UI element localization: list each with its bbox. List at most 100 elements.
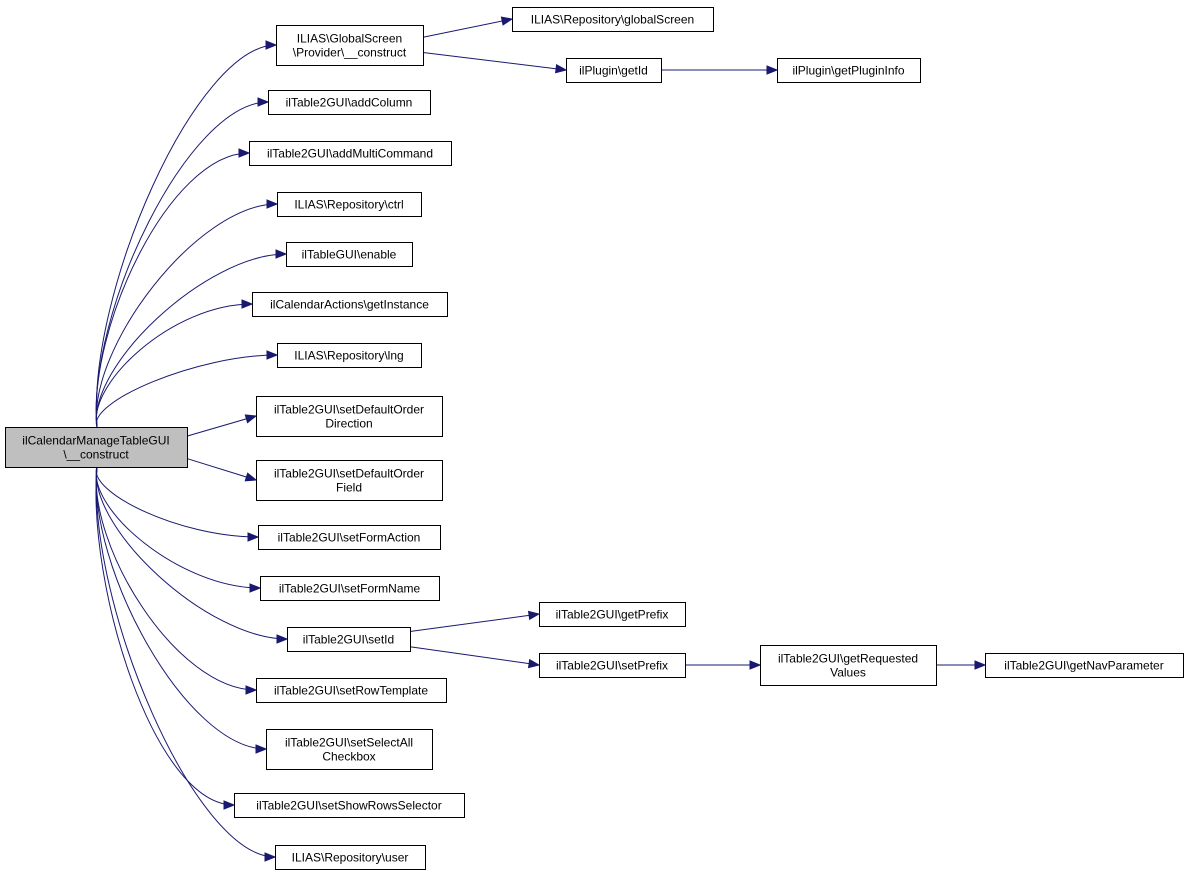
arrowhead-icon (500, 16, 514, 26)
edge-root-to-repo_ctrl (95, 203, 278, 428)
node-label: ilCalendarActions\getInstance (270, 298, 429, 312)
arrowhead-icon (247, 532, 260, 542)
edge-setid-to-setprefix (409, 646, 540, 666)
node-calactions_getinstance[interactable]: ilCalendarActions\getInstance (252, 292, 448, 317)
edge-root-to-setshowrowsselector (95, 466, 235, 806)
node-addmulticommand[interactable]: ilTable2GUI\addMultiCommand (249, 141, 452, 166)
node-setid[interactable]: ilTable2GUI\setId (287, 627, 411, 652)
node-setformname[interactable]: ilTable2GUI\setFormName (260, 576, 440, 601)
node-box (260, 576, 440, 601)
node-label: ILIAS\Repository\lng (294, 349, 403, 363)
node-box (275, 845, 426, 870)
arrowhead-icon (244, 414, 258, 424)
arrowhead-icon (264, 852, 277, 862)
node-tablegui_enable[interactable]: ilTableGUI\enable (286, 242, 413, 267)
node-label: ILIAS\Repository\globalScreen (531, 13, 694, 27)
node-box (985, 653, 1184, 678)
node-root[interactable]: ilCalendarManageTableGUI\__construct (5, 427, 188, 468)
node-setrowtemplate[interactable]: ilTable2GUI\setRowTemplate (256, 678, 447, 703)
arrowhead-icon (749, 660, 762, 670)
node-label: Checkbox (322, 750, 375, 764)
arrowhead-icon (265, 40, 278, 50)
node-box (566, 58, 662, 83)
node-label: ilTable2GUI\setDefaultOrder (274, 403, 424, 417)
arrowhead-icon (241, 299, 254, 309)
node-label: Values (830, 666, 866, 680)
node-addcolumn[interactable]: ilTable2GUI\addColumn (268, 90, 431, 115)
node-plugin_getplugininfo[interactable]: ilPlugin\getPluginInfo (777, 58, 921, 83)
node-box (256, 678, 447, 703)
arrowhead-icon (276, 634, 289, 644)
edge-gs_construct-to-plugin_getid (422, 52, 567, 71)
node-label: Direction (325, 417, 372, 431)
edge-gs_construct-to-repo_globalscreen (422, 18, 513, 38)
node-label: ilTable2GUI\addColumn (286, 96, 413, 110)
node-getprefix[interactable]: ilTable2GUI\getPrefix (539, 602, 686, 627)
node-box (760, 645, 937, 686)
node-label: \__construct (63, 448, 129, 462)
edge-root-to-setrowtemplate (95, 466, 257, 691)
arrowhead-icon (245, 685, 258, 695)
node-box (266, 729, 433, 770)
node-box (234, 793, 465, 818)
arrowhead-icon (249, 583, 262, 593)
arrowhead-icon (257, 97, 270, 107)
edge-root-to-repo_lng (95, 354, 278, 428)
node-repo_lng[interactable]: ILIAS\Repository\lng (277, 343, 422, 368)
edge-root-to-setdefaultorderdirection (186, 415, 257, 437)
node-setshowrowsselector[interactable]: ilTable2GUI\setShowRowsSelector (234, 793, 465, 818)
node-label: ilTable2GUI\setShowRowsSelector (256, 799, 441, 813)
edge-root-to-setselectallcheckbox (95, 466, 267, 750)
arrowhead-icon (974, 660, 987, 670)
node-label: ilPlugin\getId (579, 64, 648, 78)
edge-root-to-repo_user (95, 466, 276, 858)
edge-root-to-setformaction (95, 466, 259, 538)
node-plugin_getid[interactable]: ilPlugin\getId (566, 58, 662, 83)
node-label: ilTable2GUI\setRowTemplate (274, 684, 428, 698)
node-label: ilTable2GUI\getPrefix (556, 608, 669, 622)
node-repo_ctrl[interactable]: ILIAS\Repository\ctrl (277, 192, 422, 217)
arrowhead-icon (266, 199, 279, 209)
node-box (258, 525, 441, 550)
node-label: ilPlugin\getPluginInfo (792, 64, 904, 78)
nodes-layer: ilCalendarManageTableGUI\__constructILIA… (5, 7, 1184, 870)
node-box (277, 343, 422, 368)
node-label: ilTable2GUI\getRequested (778, 652, 918, 666)
node-repo_globalscreen[interactable]: ILIAS\Repository\globalScreen (512, 7, 714, 32)
node-label: ilCalendarManageTableGUI (22, 434, 169, 448)
node-gs_construct[interactable]: ILIAS\GlobalScreen\Provider\__construct (276, 25, 424, 66)
edge-root-to-calactions_getinstance (95, 303, 253, 428)
node-box (276, 25, 424, 66)
arrowhead-icon (266, 350, 279, 360)
edges-layer (95, 16, 987, 862)
node-setformaction[interactable]: ilTable2GUI\setFormAction (258, 525, 441, 550)
edge-root-to-gs_construct (95, 44, 277, 428)
arrowhead-icon (527, 658, 541, 669)
node-box (256, 396, 443, 437)
node-box (777, 58, 921, 83)
node-setprefix[interactable]: ilTable2GUI\setPrefix (539, 653, 686, 678)
node-box (249, 141, 452, 166)
arrowhead-icon (244, 472, 258, 482)
node-label: ILIAS\Repository\ctrl (294, 198, 403, 212)
node-box (256, 460, 443, 501)
arrowhead-icon (555, 64, 568, 74)
node-label: ILIAS\Repository\user (292, 851, 409, 865)
edge-root-to-addmulticommand (95, 152, 250, 428)
node-box (268, 90, 431, 115)
arrowhead-icon (766, 65, 779, 75)
node-box (539, 602, 686, 627)
edge-root-to-setformname (95, 466, 261, 589)
node-label: \Provider\__construct (293, 46, 407, 60)
node-getnavparameter[interactable]: ilTable2GUI\getNavParameter (985, 653, 1184, 678)
edge-root-to-setdefaultorderfield (186, 458, 257, 481)
node-box (539, 653, 686, 678)
node-repo_user[interactable]: ILIAS\Repository\user (275, 845, 426, 870)
edge-root-to-tablegui_enable (95, 253, 287, 428)
node-box (286, 242, 413, 267)
node-box (252, 292, 448, 317)
